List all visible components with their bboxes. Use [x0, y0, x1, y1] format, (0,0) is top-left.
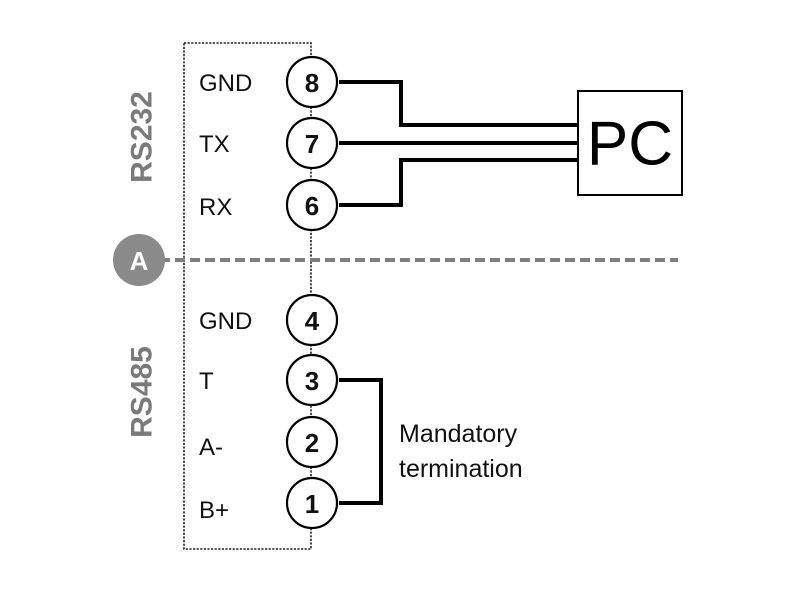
- rs232-pin-8: GND 8: [199, 55, 339, 109]
- rs485-pin-2: A- 2: [199, 415, 339, 469]
- terminal-circle: [285, 55, 339, 109]
- section-marker-circle: [113, 234, 165, 286]
- terminal-circle: [285, 116, 339, 170]
- pin-label: B+: [199, 497, 229, 524]
- pin-number: 2: [305, 428, 319, 458]
- pin-label: TX: [199, 131, 230, 158]
- group-label-rs232: RS232: [126, 91, 159, 183]
- terminal-block-outline: [183, 42, 312, 550]
- rs485-pin-1: B+ 1: [199, 476, 339, 530]
- pin-number: 4: [305, 306, 320, 336]
- pc-label: PC: [587, 110, 673, 179]
- pc-box: PC: [577, 90, 683, 196]
- terminal-circle: [285, 178, 339, 232]
- termination-note-line1: Mandatory: [399, 420, 518, 448]
- wire-rx-to-pc: [339, 158, 578, 207]
- pin-label: GND: [199, 308, 252, 335]
- pin-number: 6: [305, 191, 319, 221]
- rs232-pin-6: RX 6: [199, 178, 339, 232]
- section-marker-label: A: [130, 246, 149, 276]
- pin-number: 8: [305, 68, 319, 98]
- terminal-circle: [285, 293, 339, 347]
- terminal-circle: [285, 415, 339, 469]
- pin-label: GND: [199, 70, 252, 97]
- pc-box-frame: [577, 90, 683, 196]
- wire-gnd-to-pc: [339, 80, 578, 127]
- pin-label: T: [199, 368, 214, 395]
- section-marker: A: [113, 234, 165, 286]
- terminal-circle: [285, 353, 339, 407]
- pin-label: A-: [199, 434, 223, 461]
- rs232-wires: [339, 80, 578, 207]
- rs485-pin-3: T 3: [199, 353, 339, 407]
- termination-jumper-wire: [339, 378, 383, 505]
- termination-note-line2: termination: [399, 455, 523, 483]
- pin-number: 1: [305, 489, 319, 519]
- rs232-pin-7: TX 7: [199, 116, 339, 170]
- pin-number: 7: [305, 129, 319, 159]
- pin-label: RX: [199, 194, 232, 221]
- rs485-pin-4: GND 4: [199, 293, 339, 347]
- pin-number: 3: [305, 366, 319, 396]
- terminal-circle: [285, 476, 339, 530]
- group-label-rs485: RS485: [126, 346, 159, 438]
